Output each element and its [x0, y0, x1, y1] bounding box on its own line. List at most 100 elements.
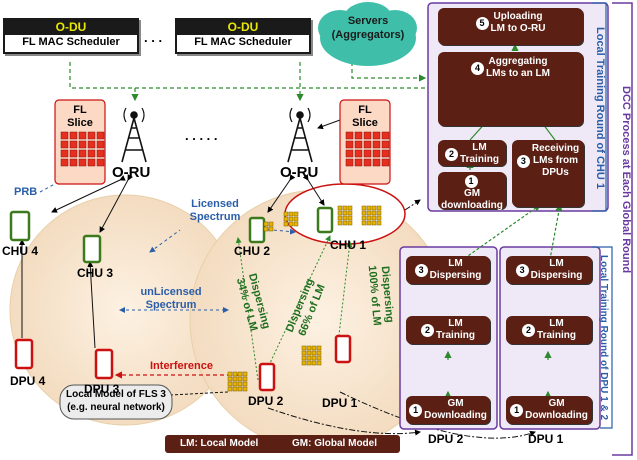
chu-step-4-text: Aggregating LMs to an LM — [486, 56, 550, 79]
chu1-phone — [316, 206, 334, 234]
odu-right-box: O-DU FL MAC Scheduler — [175, 18, 311, 54]
oru-ellipsis: . . . . . — [185, 128, 218, 143]
chu2-label: CHU 2 — [234, 244, 271, 258]
interference-label: Interference — [150, 360, 213, 372]
dpu1-step-1-text: GM Downloading — [525, 398, 588, 421]
dpu2-to-panel — [267, 407, 421, 436]
odu-right-title: O-DU — [177, 20, 309, 35]
licensed-spectrum-label: Licensed Spectrum — [189, 198, 241, 223]
chu-step-1-num: 1 — [464, 175, 478, 188]
dpu1-step-1: 1GM Downloading — [506, 396, 592, 424]
odu-left-subtitle: FL MAC Scheduler — [22, 36, 120, 48]
dpu1-model-grid — [301, 345, 322, 366]
dpu1-to-panel — [339, 391, 536, 439]
fl-slice-right-label: FL Slice — [352, 104, 378, 129]
server-feedback-link — [351, 62, 427, 82]
odu-ellipsis: . . . — [144, 30, 163, 45]
side-label-dpu-round: Local Training Round of DPU 1 & 2 — [598, 255, 609, 421]
link-oru-left-chu3 — [99, 174, 134, 233]
dpu4-label: DPU 4 — [10, 374, 46, 388]
chu-step-3-num: 3 — [516, 154, 530, 168]
dpu2-phone — [258, 362, 276, 392]
dpu2-step-1-text: GM Downloading — [424, 398, 487, 421]
legend-bar — [165, 435, 400, 453]
dpu1-step-2-num: 2 — [522, 323, 536, 337]
chu3-phone — [82, 234, 102, 264]
chu-step-3-text: Receiving LMs from DPUs — [531, 143, 580, 178]
chu-step-3: 3Receiving LMs from DPUs — [512, 140, 584, 207]
dpu1-step-3-num: 3 — [515, 263, 529, 277]
unlicensed-spectrum-label: unLicensed Spectrum — [140, 286, 202, 311]
chu1-label: CHU 1 — [330, 238, 367, 252]
chu-step-5: 5Uploading LM to O-RU — [438, 8, 583, 45]
side-label-dcc: DCC Process at Each Global Round — [620, 86, 632, 274]
link-slice-oru — [317, 119, 341, 130]
side-label-chu-round: Local Training Round of CHU 1 — [594, 27, 606, 189]
dpu-round-bracket — [592, 246, 613, 429]
chu1-model-grid-b — [337, 205, 353, 226]
local-model-grids — [227, 205, 382, 392]
dpu3-phone — [94, 348, 114, 380]
chu-step-2: 2LM Training — [438, 140, 506, 166]
prb-grid-left — [60, 131, 105, 167]
disperse-66-line — [261, 235, 331, 381]
dpu2-step-2-num: 2 — [421, 323, 435, 337]
prb-grids — [60, 131, 390, 167]
dpu3-label: DPU 3 — [84, 382, 120, 396]
chu1-model-grid-c — [361, 205, 382, 226]
dpu2-step-2: 2LM Training — [406, 316, 490, 344]
oru-right-label: O-RU — [280, 164, 319, 181]
link-oru-right-chu1 — [302, 174, 325, 206]
legend-lm: LM: Local Model — [180, 438, 259, 449]
chu-step-4: 4Aggregating LMs to an LM — [438, 52, 583, 126]
dpu2-step-3-num: 3 — [414, 263, 428, 277]
link-dpu3-chu3 — [87, 261, 96, 349]
dpu2-model-grid — [227, 371, 248, 392]
dpu1-step-2: 2LM Training — [506, 316, 592, 344]
dpu2-step-3-text: LM Dispersing — [429, 258, 482, 281]
chu-step-1-text: GM downloading — [441, 188, 503, 211]
dpu2-step-1: 1GM Downloading — [406, 396, 490, 424]
dpu4-phone — [14, 338, 34, 370]
dpu1-step-3: 3LM Dispersing — [506, 256, 592, 284]
link-oru-right-chu2 — [267, 174, 296, 213]
prb-label: PRB — [14, 186, 38, 198]
legend-gm: GM: Global Model — [292, 438, 377, 449]
chu4-label: CHU 4 — [2, 244, 39, 258]
dpu1-step-1-num: 1 — [510, 403, 524, 417]
chu2-phone — [248, 216, 266, 244]
odu-right-subtitle: FL MAC Scheduler — [194, 36, 292, 48]
oru-left-tower — [121, 107, 147, 163]
chu-step-1: 1GM downloading — [438, 172, 506, 211]
dpu2-label: DPU 2 — [248, 394, 284, 408]
licensed-arrow-left — [149, 229, 181, 253]
dpu1-phone — [334, 334, 352, 364]
chu1-model-grid-a — [283, 211, 299, 227]
chu2-model-grid — [263, 221, 274, 232]
dpu1-label: DPU 1 — [322, 396, 358, 410]
fronthaul-link — [69, 62, 304, 102]
local-model-label: Local Model of FLS 3 (e.g. neural networ… — [65, 389, 166, 413]
chu3-label: CHU 3 — [77, 266, 114, 280]
chu-step-5-text: Uploading LM to O-RU — [490, 11, 546, 34]
servers-label: Servers (Aggregators) — [331, 15, 405, 41]
dpu2-step-2-text: LM Training — [436, 318, 475, 341]
dpu1-step-2-text: LM Training — [537, 318, 576, 341]
chu-round-bracket — [592, 2, 607, 212]
dispersing-100-label: Dispersing 100% of LM — [365, 264, 396, 327]
prb-grid-right — [345, 131, 390, 167]
fl-slice-left-label: FL Slice — [67, 104, 93, 129]
dpu2-step-1-num: 1 — [409, 403, 423, 417]
dcc-bracket — [612, 2, 633, 456]
chu1-to-chu-panel — [404, 199, 421, 211]
oru-left-label: O-RU — [112, 164, 151, 181]
odu-to-servers-link — [299, 62, 428, 89]
dpu2-step-3: 3LM Dispersing — [406, 256, 490, 284]
chu-step-2-num: 2 — [445, 147, 459, 161]
odu-left-title: O-DU — [5, 20, 137, 35]
dpu1-step-3-text: LM Dispersing — [530, 258, 583, 281]
dpu2-panel-label: DPU 2 — [428, 432, 464, 446]
chu-step-5-num: 5 — [475, 16, 489, 30]
chu-step-4-num: 4 — [471, 61, 485, 75]
local-model-callout — [59, 384, 173, 420]
